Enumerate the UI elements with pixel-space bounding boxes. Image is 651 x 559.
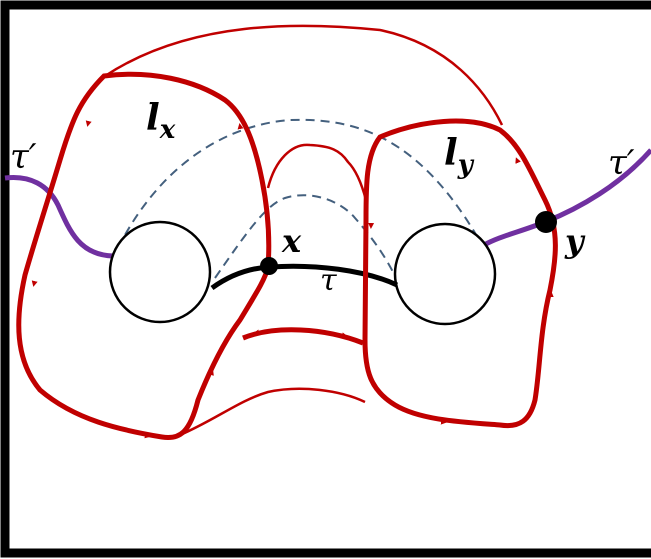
point-x [260, 257, 278, 275]
thin-red-top-loop [104, 24, 504, 126]
connecting-arc [242, 327, 364, 346]
dashed-arc-outer [117, 118, 483, 249]
label-x: x [281, 222, 302, 260]
left-puncture-circle [108, 220, 212, 324]
label-tau: τ [320, 263, 337, 298]
loop-lx [16, 71, 272, 441]
label-tau-prime-right: τ′ [608, 143, 635, 183]
thin-red-middle-arch [266, 143, 368, 201]
dashed-arc-inner [214, 194, 397, 279]
right-puncture-circle [393, 222, 497, 326]
label-lx: lx [146, 97, 176, 145]
label-lx-sub: x [159, 115, 176, 145]
tau-prime-left-curve [4, 174, 114, 259]
thin-red-bottom-arch [179, 387, 366, 437]
tau-curve [210, 263, 399, 291]
loop-ly [362, 118, 558, 429]
label-ly: ly [444, 132, 475, 180]
label-ly-sub: y [457, 150, 475, 180]
point-y [535, 211, 557, 233]
label-tau-prime-left: τ′ [10, 137, 37, 177]
label-y: y [564, 222, 586, 260]
